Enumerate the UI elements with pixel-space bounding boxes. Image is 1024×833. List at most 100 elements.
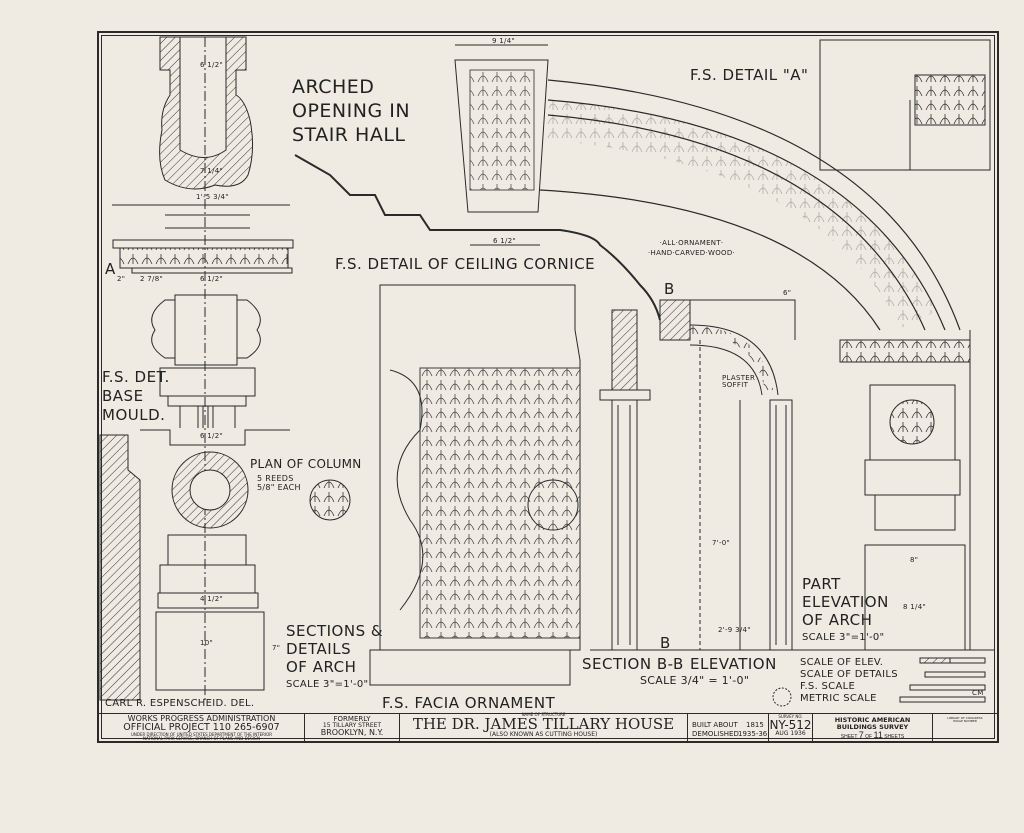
demolished-year: 1935-36 [738, 730, 768, 738]
title-block-habs: HISTORIC AMERICAN BUILDINGS SURVEY SHEET… [813, 713, 933, 743]
base-mould-line-1: F.S. DET. [102, 368, 170, 386]
part-elev-line-2: ELEVATION [802, 593, 889, 611]
title-block-address: FORMERLY 15 TILLARY STREET BROOKLYN, N.Y… [305, 713, 400, 743]
drawing-border [97, 31, 999, 743]
sections-scale: SCALE 3"=1'-0" [286, 679, 369, 690]
street-address: 15 TILLARY STREET [322, 722, 382, 729]
name-caption: NAME OF STRUCTURE [521, 712, 566, 717]
label-sections-details: SECTIONS & DETAILS OF ARCH SCALE 3"=1'-0… [286, 622, 383, 694]
survey-caption: SURVEY NO. [778, 714, 803, 719]
dim-label: 2" [117, 275, 126, 283]
habs-seal [772, 687, 792, 707]
dim-label: 6 1/2" [200, 275, 223, 283]
dim-label: 2'-9 3/4" [718, 626, 751, 634]
wall-profile [99, 434, 141, 701]
base-mould-line-3: MOULD. [102, 406, 166, 424]
main-arch [539, 79, 961, 331]
label-plaster-soffit: PLASTER SOFFIT [722, 375, 755, 389]
title-block-dates: BUILT ABOUT 1815 DEMOLISHED 1935-36 [688, 713, 769, 743]
cornice-band [112, 239, 294, 274]
city: BROOKLYN, N.Y. [320, 728, 384, 737]
of-label: OF [865, 734, 873, 740]
structure-name: THE DR. JAMES TILLARY HOUSE [412, 715, 675, 733]
library-line-2: IMAGE NUMBER [953, 719, 977, 723]
scale-cm-label: CM [972, 689, 984, 697]
base-mould-line-2: BASE [102, 387, 144, 405]
demolished-label: DEMOLISHED [692, 730, 739, 738]
ornament-note: ·ALL·ORNAMENT· ·HAND·CARVED·WOOD· [648, 238, 735, 258]
ceiling-cornice-profile [294, 154, 661, 321]
ornament-note-line-2: ·HAND·CARVED·WOOD· [648, 249, 736, 257]
part-elev-line-3: OF ARCH [802, 611, 873, 629]
label-plan-of-column: PLAN OF COLUMN [250, 457, 362, 471]
section-bb [590, 299, 691, 651]
scale-fs-label: F.S. SCALE [800, 681, 856, 692]
sheets-total: 11 [873, 730, 883, 740]
soffit-label: SOFFIT [722, 381, 749, 389]
title-line-1: ARCHED [292, 76, 375, 98]
label-ceiling-cornice: F.S. DETAIL OF CEILING CORNICE [335, 255, 596, 273]
dim-label: 7" [272, 644, 281, 652]
dim-label: 8" [910, 556, 919, 564]
scale-legend: SCALE OF ELEV. SCALE OF DETAILS F.S. SCA… [800, 657, 898, 705]
title-block-survey: SURVEY NO. NY-512 AUG 1936 [769, 713, 813, 743]
elevation-arch [660, 299, 800, 651]
survey-date: AUG 1936 [775, 730, 806, 737]
dim-label: 2 7/8" [140, 275, 163, 283]
built-year: 1815 [746, 721, 764, 729]
sections-line-2: DETAILS [286, 640, 352, 658]
direction-line-2: NATIONAL PARK SERVICE, BRANCH OF PLANS A… [142, 735, 261, 741]
title-line-2: OPENING IN [292, 100, 411, 122]
label-fs-detail-a: F.S. DETAIL "A" [690, 66, 809, 84]
column-base [155, 534, 265, 691]
scale-metric-label: METRIC SCALE [800, 693, 877, 704]
formerly-label: FORMERLY [333, 715, 371, 723]
label-section-bb: SECTION B-B [582, 655, 684, 673]
sheet-label: SHEET [840, 734, 858, 740]
sheets-label: SHEETS [884, 734, 905, 740]
sheet-count: SHEET 7 OF 11 SHEETS [813, 730, 932, 740]
title-line-3: STAIR HALL [292, 124, 406, 146]
dim-label: 6" [783, 289, 792, 297]
plan-of-column [171, 451, 249, 529]
drawing-inner-border [101, 35, 995, 739]
section-marker-a: A [105, 260, 116, 278]
section-marker-b-bottom: B [660, 634, 671, 652]
scale-details-label: SCALE OF DETAILS [800, 669, 898, 680]
title-block-library: LIBRARY OF CONGRESS IMAGE NUMBER [933, 713, 997, 743]
project-number: OFFICIAL PROJECT 110 265-6907 [123, 722, 280, 733]
title-block-top-rule [99, 713, 997, 714]
survey-number: NY-512 [769, 718, 812, 732]
scale-bars [899, 657, 986, 703]
reeds-count: 5 REEDS [257, 474, 294, 483]
delineator-credit: CARL R. ESPENSCHEID. DEL. [105, 698, 255, 709]
column-section-top [112, 36, 290, 700]
dim-label: 6 1/2" [200, 61, 223, 69]
label-facia-ornament: F.S. FACIA ORNAMENT [382, 694, 556, 712]
plaster-label: PLASTER [722, 374, 756, 382]
direction-line-1: UNDER DIRECTION OF UNITED STATES DEPARTM… [130, 731, 273, 737]
label-base-mould: F.S. DET. BASE MOULD. [102, 368, 170, 425]
structure-aka: (ALSO KNOWN AS CUTTING HOUSE) [489, 731, 598, 738]
part-elev-line-1: PART [802, 575, 841, 593]
column-capital [140, 294, 290, 446]
title-block-wpa: WORKS PROGRESS ADMINISTRATION OFFICIAL P… [99, 713, 305, 743]
facia-ornament [309, 284, 581, 686]
part-elev-scale: SCALE 3"=1'-0" [802, 632, 885, 643]
wpa-label: WORKS PROGRESS ADMINISTRATION [127, 714, 276, 723]
library-line-1: LIBRARY OF CONGRESS [947, 716, 983, 720]
dim-label: 7 1/4" [200, 167, 223, 175]
habs-line-2: BUILDINGS SURVEY [836, 722, 909, 731]
detail-a-box [819, 39, 991, 171]
scale-elev-label: SCALE OF ELEV. [800, 657, 884, 668]
title-block-structure: NAME OF STRUCTURE THE DR. JAMES TILLARY … [400, 713, 688, 743]
dim-label: 6 1/2" [493, 237, 516, 245]
label-part-elevation: PART ELEVATION OF ARCH SCALE 3"=1'-0" [802, 575, 889, 647]
dim-label: 4 1/2" [200, 595, 223, 603]
sheet-number: 7 [858, 730, 864, 740]
dim-label: 6 1/2" [200, 432, 223, 440]
reeds-size: 5/8" EACH [257, 483, 301, 492]
dim-label: 8 1/4" [903, 603, 926, 611]
dim-label: 7'-0" [712, 539, 731, 547]
